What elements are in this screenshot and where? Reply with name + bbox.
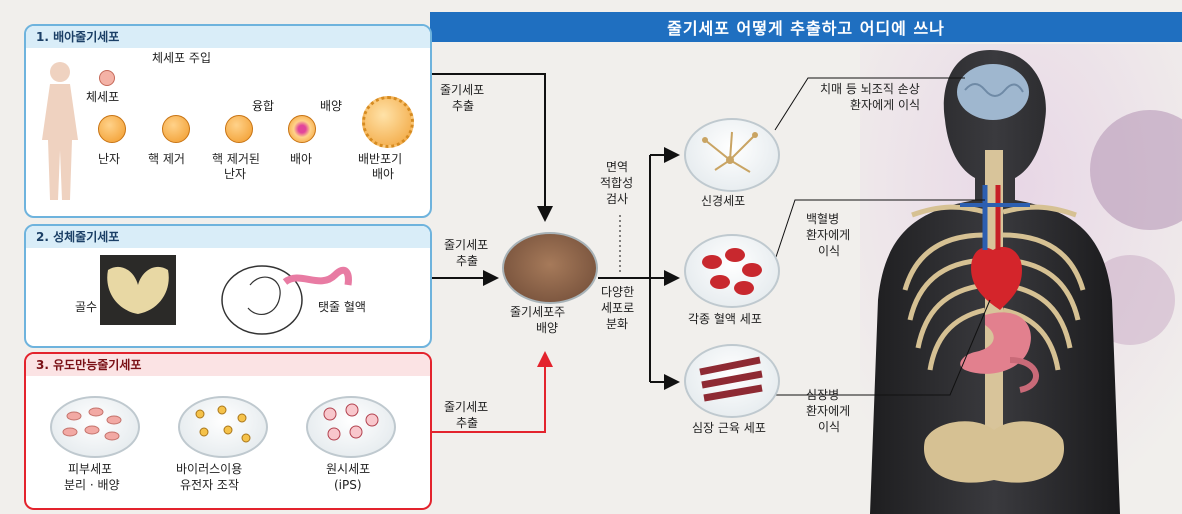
enucleated-egg-label-2: 난자 bbox=[224, 167, 247, 181]
skin-cell-label-2: 분리 · 배양 bbox=[64, 478, 120, 492]
heart-use-label-3: 이식 bbox=[818, 420, 841, 434]
culture-label: 배양 bbox=[320, 99, 343, 113]
extract-label-c2: 추출 bbox=[456, 416, 479, 430]
immune-label-1: 면역 bbox=[606, 160, 629, 174]
blastocyst-label-2: 배아 bbox=[372, 167, 395, 181]
stem-cell-line-dish-icon bbox=[502, 232, 598, 304]
blastocyst-label-1: 배반포기 bbox=[358, 152, 403, 166]
cord-blood-label: 탯줄 혈액 bbox=[318, 300, 366, 314]
blastocyst-icon bbox=[362, 96, 414, 148]
blood-cell-dish-icon bbox=[684, 234, 780, 308]
egg-label: 난자 bbox=[98, 152, 121, 166]
differentiate-label-1: 다양한 bbox=[601, 285, 635, 299]
somatic-cell-icon bbox=[99, 70, 115, 86]
culture-label-1: 줄기세포주 bbox=[510, 305, 566, 319]
extract-label-a2: 추출 bbox=[452, 99, 475, 113]
nerve-cell-dish-icon bbox=[684, 118, 780, 192]
extract-label-c1: 줄기세포 bbox=[444, 400, 489, 414]
page-title: 줄기세포 어떻게 추출하고 어디에 쓰나 bbox=[667, 19, 945, 38]
differentiate-label-2: 세포로 bbox=[601, 301, 635, 315]
panel2-heading: 2. 성체줄기세포 bbox=[26, 226, 430, 248]
primitive-cell-label-1: 원시세포 bbox=[326, 462, 371, 476]
enucleated-egg-icon bbox=[162, 115, 190, 143]
somatic-injection-label: 체세포 주입 bbox=[152, 51, 212, 65]
immune-label-3: 검사 bbox=[606, 192, 629, 206]
title-banner bbox=[430, 12, 1182, 42]
brain-use-label-1: 치매 등 뇌조직 손상 bbox=[820, 82, 920, 96]
differentiate-label-3: 분화 bbox=[606, 317, 629, 331]
bone-marrow-label: 골수 bbox=[75, 300, 98, 314]
extract-label-b2: 추출 bbox=[456, 254, 479, 268]
panel1-heading: 1. 배아줄기세포 bbox=[26, 26, 430, 48]
enucleated-egg-label-1: 핵 제거된 bbox=[212, 152, 260, 166]
fused-egg-icon bbox=[225, 115, 253, 143]
leukemia-use-label-2: 환자에게 bbox=[806, 228, 851, 242]
heart-muscle-dish-icon bbox=[684, 344, 780, 418]
leukemia-use-label-3: 이식 bbox=[818, 244, 841, 258]
brain-use-label-2: 환자에게 이식 bbox=[850, 98, 921, 112]
panel3-heading: 3. 유도만능줄기세포 bbox=[26, 354, 430, 376]
virus-label-2: 유전자 조작 bbox=[180, 478, 240, 492]
leukemia-use-label-1: 백혈병 bbox=[806, 212, 840, 226]
embryo-label: 배아 bbox=[290, 152, 313, 166]
egg-icon bbox=[98, 115, 126, 143]
immune-label-2: 적합성 bbox=[600, 176, 634, 190]
extract-label-a1: 줄기세포 bbox=[440, 83, 485, 97]
fusion-label: 융합 bbox=[252, 99, 275, 113]
fetus-cord-icon bbox=[221, 265, 352, 335]
skin-cell-label-1: 피부세포 bbox=[68, 462, 113, 476]
primitive-cell-label-2: (iPS) bbox=[334, 478, 362, 492]
culture-label-2: 배양 bbox=[536, 321, 559, 335]
nerve-cell-label: 신경세포 bbox=[701, 194, 746, 208]
pelvis-bone-icon bbox=[100, 255, 176, 325]
virus-label-1: 바이러스이용 bbox=[176, 462, 243, 476]
nucleus-removal-label: 핵 제거 bbox=[148, 152, 185, 166]
embryo-icon bbox=[288, 115, 316, 143]
heart-use-label-1: 심장병 bbox=[806, 388, 840, 402]
extract-label-b1: 줄기세포 bbox=[444, 238, 489, 252]
somatic-cell-label: 체세포 bbox=[86, 90, 120, 104]
heart-use-label-2: 환자에게 bbox=[806, 404, 851, 418]
heart-muscle-label: 심장 근육 세포 bbox=[692, 421, 766, 435]
blood-cell-label: 각종 혈액 세포 bbox=[688, 312, 762, 326]
